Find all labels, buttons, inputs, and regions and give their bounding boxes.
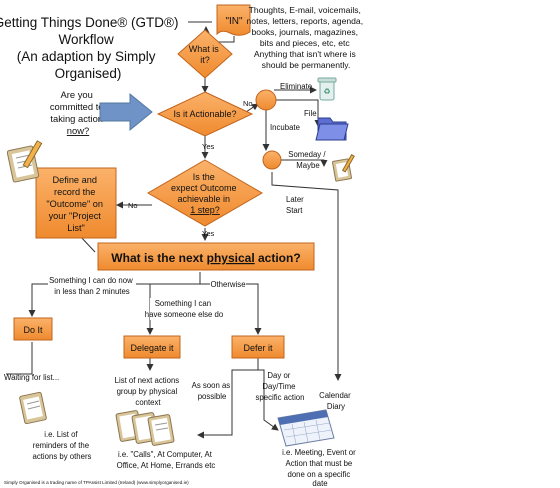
- clipboard-pencil-icon: [6, 140, 43, 183]
- circle-non-actionable: [255, 89, 277, 111]
- edge-label-yes-2: Yes: [202, 229, 214, 238]
- next-actions-clipboards-icon: [115, 410, 175, 446]
- inbox-label: "IN": [225, 16, 243, 27]
- defer-asap: As soon as possible: [192, 381, 233, 401]
- edge-label-no-1: No: [243, 99, 253, 108]
- svg-text:Do It: Do It: [23, 325, 43, 335]
- next-action-label: What is the next physical action?: [111, 251, 300, 265]
- waiting-list-description: i.e. List of reminders of the actions by…: [33, 430, 92, 461]
- svg-text:♻: ♻: [323, 87, 330, 96]
- folder-icon: [315, 117, 349, 141]
- decision-what-is-it: What is it?: [177, 29, 233, 79]
- inbox-description: Thoughts, E-mail, voicemails, notes, let…: [247, 5, 366, 70]
- project-list-box: Define and record the "Outcome" on your …: [35, 167, 117, 239]
- waiting-list-label: Waiting for list...: [4, 373, 59, 382]
- committed-question: Are you committed to taking action now?: [50, 89, 106, 136]
- edge-label-later-start: Later Start: [286, 195, 306, 215]
- svg-text:Define and record the: Define and record the "Outcome" on your …: [46, 175, 105, 233]
- next-actions-description: i.e. "Calls", At Computer, At Office, At…: [117, 450, 216, 470]
- decision-one-step: Is the expect Outcome achievable in 1 st…: [147, 159, 263, 227]
- svg-text:Is the expect Outcome: Is the expect Outcome achievable in 1 st…: [171, 172, 239, 215]
- inbox-node: "IN": [216, 4, 251, 36]
- edge-label-no-2: No: [128, 201, 138, 210]
- decision-actionable-label: Is it Actionable?: [173, 109, 236, 119]
- branch-otherwise: Otherwise: [210, 280, 245, 289]
- decision-actionable: Is it Actionable?: [156, 91, 254, 137]
- decision-what-is-it-label: What is it?: [189, 44, 222, 65]
- circle-incubate: [262, 150, 282, 170]
- diagram-title: Getting Things Done® (GTD®) Workflow (An…: [0, 15, 182, 81]
- defer-it-box: Defer it: [231, 335, 285, 359]
- edge-label-yes-1: Yes: [202, 142, 214, 151]
- next-action-box: What is the next physical action?: [97, 242, 315, 271]
- delegate-it-box: Delegate it: [123, 335, 181, 359]
- calendar-description: i.e. Meeting, Event or Action that must …: [282, 448, 358, 488]
- next-actions-list-label: List of next actions group by physical c…: [115, 376, 182, 407]
- branch-someone-else: Something I can have someone else do: [145, 299, 224, 319]
- edge-label-file: File: [304, 109, 317, 118]
- svg-text:Defer it: Defer it: [243, 343, 273, 353]
- branch-two-minutes: Something I can do now in less than 2 mi…: [49, 276, 135, 296]
- calendar-label: Calendar Diary: [319, 391, 353, 411]
- someday-clipboard-icon: [332, 154, 355, 182]
- do-it-box: Do It: [13, 317, 53, 341]
- edge-label-someday: Someday / Maybe: [288, 150, 327, 170]
- blue-arrow-icon: [99, 92, 153, 132]
- edge-label-eliminate: Eliminate: [280, 82, 312, 91]
- defer-specific: Day or Day/Time specific action: [256, 371, 305, 402]
- svg-text:Delegate it: Delegate it: [130, 343, 174, 353]
- edge-label-incubate: Incubate: [270, 123, 300, 132]
- waiting-clipboard-icon: [19, 391, 47, 425]
- recycle-bin-icon: ♻: [317, 77, 337, 101]
- footer-text: Simply Organised is a trading name of TP…: [4, 480, 189, 485]
- calendar-icon: [277, 409, 335, 447]
